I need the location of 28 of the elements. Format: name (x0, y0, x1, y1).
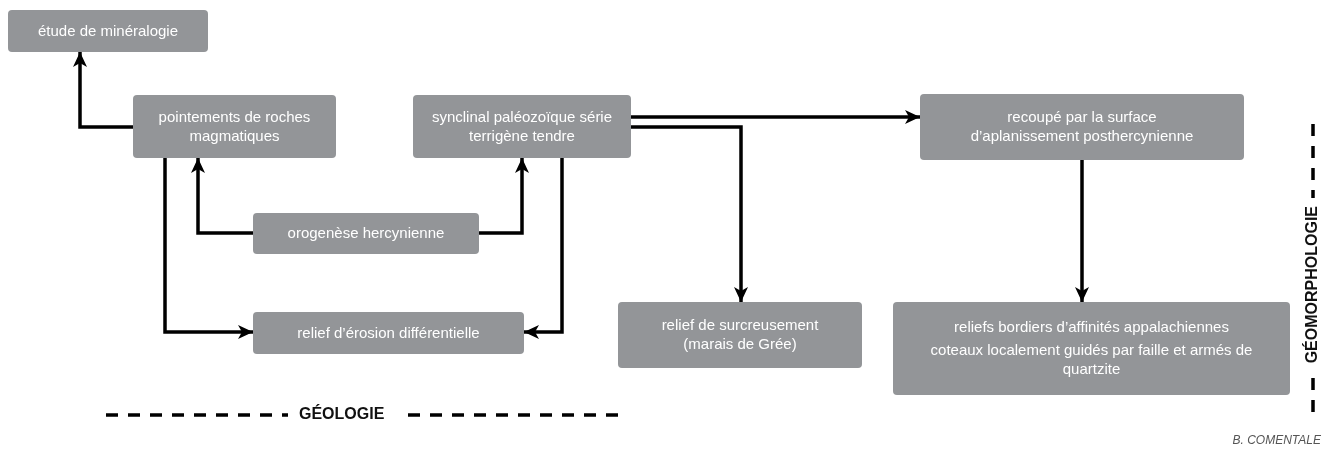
process-box (253, 312, 524, 354)
arrow (163, 158, 253, 339)
box-subtext: coteaux localement guidés par faille et armés de quartzite (929, 341, 1254, 379)
section-label: GÉOLOGIE (299, 405, 385, 423)
section-label: GÉOMORPHOLOGIE (1303, 206, 1321, 364)
process-box (618, 302, 862, 368)
arrow (631, 125, 748, 302)
process-box (8, 10, 208, 52)
process-box (893, 302, 1290, 395)
box-text: recoupé par la surface d’aplanissement posthercynienne (969, 108, 1195, 146)
box-text: pointements de roches magmatiques (157, 107, 312, 146)
box-text: reliefs bordiers d’affinités appalachiennes (954, 318, 1229, 338)
process-box (920, 94, 1244, 160)
box-text: relief de surcreusement (marais de Grée) (660, 316, 820, 354)
process-box (253, 213, 479, 254)
arrow (524, 158, 564, 339)
process-box (133, 95, 336, 158)
arrow (191, 158, 253, 235)
box-text: relief d’érosion différentielle (297, 323, 480, 343)
process-box (413, 95, 631, 158)
box-text: synclinal paléozoïque série terrigène tendre (430, 107, 614, 146)
author-credit: B. COMENTALE (1232, 433, 1321, 447)
arrow (1075, 160, 1089, 302)
box-text: orogenèse hercynienne (287, 224, 445, 243)
arrow (479, 158, 529, 235)
box-text: étude de minéralogie (37, 21, 179, 41)
arrow (631, 110, 920, 124)
arrow (73, 52, 133, 129)
